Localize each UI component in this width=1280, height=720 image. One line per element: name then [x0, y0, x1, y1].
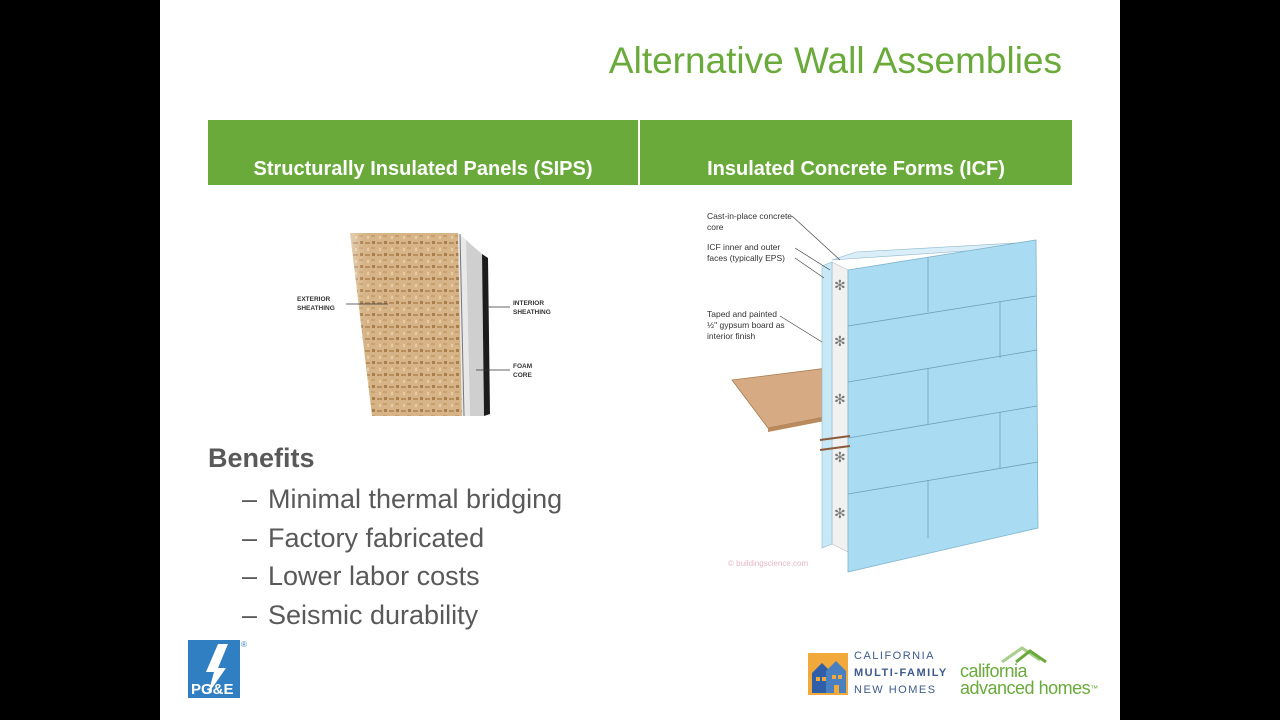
icf-label-board-1: Taped and painted [707, 309, 777, 319]
icf-label-core-1: Cast-in-place concrete [707, 211, 792, 221]
icf-label-board-2: ½" gypsum board as [707, 320, 785, 330]
icf-label-faces-1: ICF inner and outer [707, 242, 780, 252]
svg-text:✻: ✻ [834, 333, 846, 349]
cah-roof-icon [1001, 646, 1047, 663]
dash: – [242, 561, 258, 591]
slide: Alternative Wall Assemblies Structurally… [160, 0, 1120, 720]
cah-logo: california advanced homes™ [960, 645, 1098, 697]
sips-label-exterior-2: SHEATHING [297, 305, 335, 312]
sips-label-core-2: CORE [513, 372, 532, 379]
benefit-text: Factory fabricated [268, 522, 485, 553]
cah-trademark: ™ [1090, 684, 1098, 693]
list-item: –Seismic durability [242, 596, 562, 635]
cmf-house-icon [808, 652, 848, 695]
dash: – [242, 484, 258, 514]
pge-logo-text: PG&E [191, 681, 234, 698]
benefits-list: –Minimal thermal bridging –Factory fabri… [242, 480, 562, 634]
cah-line-2: advanced homes [960, 678, 1091, 698]
list-item: –Minimal thermal bridging [242, 480, 562, 519]
benefits-heading: Benefits [208, 443, 315, 473]
benefit-text: Seismic durability [268, 599, 479, 630]
icf-credit: © buildingscience.com [728, 559, 808, 568]
pge-logo: PG&E ® [188, 640, 247, 698]
table-header: Structurally Insulated Panels (SIPS) Ins… [208, 120, 1072, 185]
sips-illustration: EXTERIOR SHEATHING INTERIOR SHEATHING FO… [297, 233, 551, 417]
sips-label-interior-2: SHEATHING [513, 309, 551, 316]
icf-label-core-2: core [707, 222, 724, 232]
icf-label-faces-2: faces (typically EPS) [707, 253, 785, 263]
list-item: –Lower labor costs [242, 557, 562, 596]
svg-text:✻: ✻ [834, 277, 846, 293]
list-item: –Factory fabricated [242, 519, 562, 558]
icf-illustration: ✻ ✻ ✻ ✻ ✻ Cast-in-place concrete core IC… [707, 211, 1039, 573]
svg-text:✻: ✻ [834, 505, 846, 521]
cmf-line-1: CALIFORNIA [854, 650, 936, 662]
sips-label-interior-1: INTERIOR [513, 300, 544, 307]
benefit-text: Minimal thermal bridging [268, 484, 563, 514]
sips-label-core-1: FOAM [513, 363, 532, 370]
benefit-text: Lower labor costs [268, 561, 480, 591]
cmf-logo: CALIFORNIA MULTI-FAMILY NEW HOMES [808, 648, 948, 699]
svg-text:✻: ✻ [834, 449, 846, 465]
dash: – [242, 522, 258, 553]
cmf-line-3: NEW HOMES [854, 684, 937, 696]
header-sips: Structurally Insulated Panels (SIPS) [208, 120, 638, 185]
sips-label-exterior-1: EXTERIOR [297, 296, 331, 303]
svg-text:✻: ✻ [834, 391, 846, 407]
header-icf: Insulated Concrete Forms (ICF) [640, 120, 1072, 185]
slide-title: Alternative Wall Assemblies [608, 40, 1062, 81]
cmf-line-2: MULTI-FAMILY [854, 667, 948, 679]
icf-label-board-3: interior finish [707, 331, 755, 341]
pge-registered: ® [241, 640, 247, 649]
cah-line-1: california [960, 661, 1028, 681]
dash: – [242, 599, 258, 630]
